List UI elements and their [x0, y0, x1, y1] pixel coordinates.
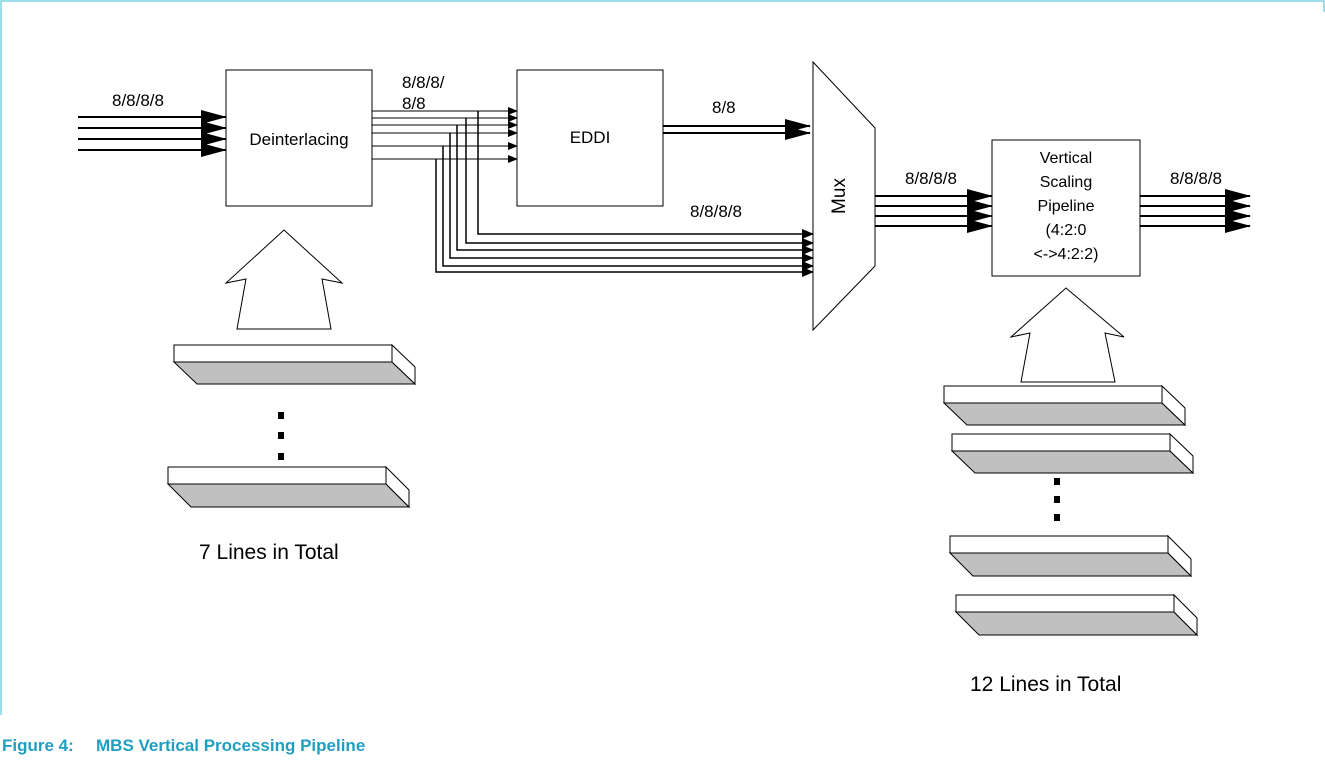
vertical-scaling-line-2: Scaling: [1040, 174, 1092, 191]
right-line-buffer-4: [954, 593, 1199, 637]
deint-to-eddi-bus: [372, 107, 518, 163]
right-feed-arrow-icon: [1009, 287, 1125, 383]
deint-out-label-2: 8/8: [402, 94, 426, 113]
vertical-scaling-block: [991, 139, 1141, 277]
deint-out-label-1: 8/8/8/: [402, 73, 445, 92]
figure-number: Figure 4:: [2, 736, 74, 755]
vertical-scaling-line-4: (4:2:0: [1046, 222, 1087, 239]
mux-block: [812, 60, 876, 332]
mux-to-scaling-bus: [875, 189, 993, 233]
deinterlacing-block: [225, 69, 373, 207]
vertical-scaling-label: Vertical Scaling Pipeline (4:2:0 <->4:2:…: [1034, 150, 1099, 263]
right-buffer-ellipsis: [1054, 478, 1060, 521]
right-buffer-total: 12 Lines in Total: [970, 673, 1121, 696]
figure-caption: Figure 4: MBS Vertical Processing Pipeli…: [0, 736, 900, 760]
mux-label: Mux: [829, 178, 850, 214]
right-line-buffer-3: [948, 534, 1193, 578]
input-bus-label: 8/8/8/8: [112, 91, 164, 110]
input-bus: [78, 110, 227, 157]
bypass-bus-label: 8/8/8/8: [690, 202, 742, 221]
vertical-scaling-line-5: <->4:2:2): [1034, 246, 1099, 263]
left-buffer-total: 7 Lines in Total: [199, 541, 339, 564]
right-line-buffer-2: [950, 432, 1195, 475]
mux-out-label: 8/8/8/8: [905, 169, 957, 188]
figure-frame: [0, 0, 1325, 715]
eddi-block: [516, 69, 664, 207]
vertical-scaling-line-3: Pipeline: [1038, 198, 1095, 215]
left-line-buffer-top: [172, 343, 417, 386]
right-line-buffer-1: [942, 384, 1187, 427]
vertical-scaling-line-1: Vertical: [1040, 150, 1092, 167]
eddi-label: EDDI: [570, 128, 611, 147]
deinterlacing-label: Deinterlacing: [249, 130, 348, 149]
left-buffer-ellipsis: [278, 412, 284, 460]
figure-title: MBS Vertical Processing Pipeline: [96, 736, 366, 755]
left-feed-arrow-icon: [224, 229, 344, 330]
eddi-to-mux-bus: [663, 119, 811, 140]
eddi-out-label: 8/8: [712, 98, 736, 117]
output-bus-label: 8/8/8/8: [1170, 169, 1222, 188]
output-bus: [1140, 189, 1251, 233]
left-line-buffer-bottom: [166, 465, 411, 509]
bypass-bus: [435, 111, 814, 277]
